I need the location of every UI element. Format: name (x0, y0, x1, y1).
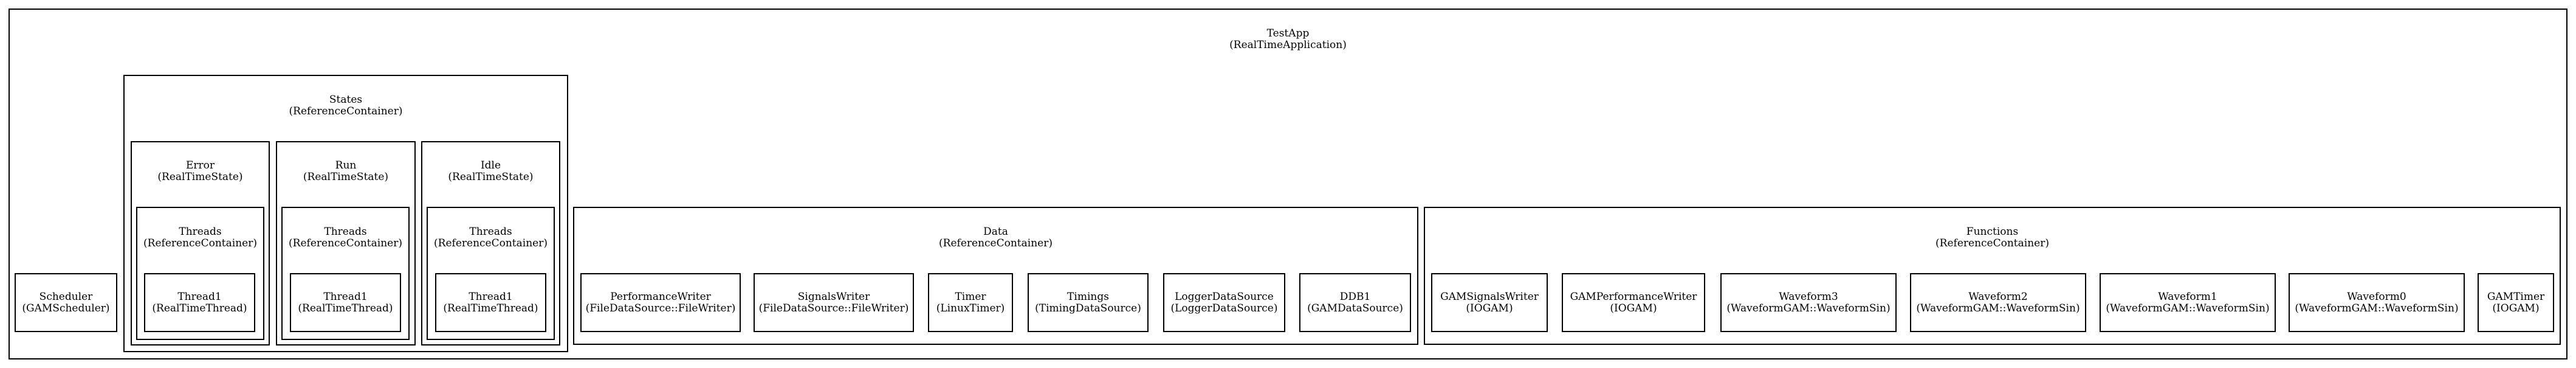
function-node-type: (WaveformGAM::WaveformSin) (1726, 302, 1891, 314)
data-node-loggerdatasource[interactable]: LoggerDataSource (LoggerDataSource) (1163, 273, 1285, 332)
error-thread1-type: (RealTimeThread) (152, 302, 247, 314)
scheduler-type: (GAMScheduler) (22, 302, 110, 314)
idle-state-name: Idle (480, 159, 501, 172)
data-node-type: (LinuxTimer) (936, 302, 1005, 314)
testapp-name: TestApp (1266, 27, 1310, 40)
function-node-gamperformancewriter[interactable]: GAMPerformanceWriter (IOGAM) (1562, 273, 1705, 332)
scheduler-node[interactable]: Scheduler (GAMScheduler) (15, 273, 117, 332)
testapp-title: TestApp (RealTimeApplication) (10, 28, 2566, 51)
data-node-type: (GAMDataSource) (1307, 302, 1403, 314)
error-thread1-node[interactable]: Thread1 (RealTimeThread) (144, 273, 255, 332)
idle-thread1-type: (RealTimeThread) (443, 302, 538, 314)
data-node-performancewriter[interactable]: PerformanceWriter (FileDataSource::FileW… (580, 273, 741, 332)
data-node-name: Timings (1067, 290, 1109, 303)
error-state-name: Error (185, 159, 215, 172)
data-node-name: LoggerDataSource (1175, 290, 1274, 303)
data-name: Data (983, 226, 1008, 238)
function-node-name: Waveform1 (2158, 290, 2217, 303)
function-node-name: Waveform0 (2347, 290, 2406, 303)
function-node-name: GAMPerformanceWriter (1570, 290, 1697, 303)
function-node-name: GAMTimer (2487, 290, 2545, 303)
run-state-type: (RealTimeState) (303, 171, 389, 183)
data-node-type: (TimingDataSource) (1035, 302, 1141, 314)
states-type: (ReferenceContainer) (289, 105, 403, 117)
idle-threads-name: Threads (469, 226, 512, 238)
idle-thread1-node[interactable]: Thread1 (RealTimeThread) (435, 273, 546, 332)
error-thread1-name: Thread1 (177, 290, 222, 303)
data-node-type: (FileDataSource::FileWriter) (758, 302, 909, 314)
data-node-name: DDB1 (1339, 290, 1371, 303)
function-node-waveform3[interactable]: Waveform3 (WaveformGAM::WaveformSin) (1720, 273, 1897, 332)
idle-state-title: Idle (RealTimeState) (422, 160, 559, 183)
run-thread1-node[interactable]: Thread1 (RealTimeThread) (290, 273, 401, 332)
function-node-type: (WaveformGAM::WaveformSin) (1916, 302, 2080, 314)
functions-title: Functions (ReferenceContainer) (1425, 226, 2560, 249)
data-node-ddb1[interactable]: DDB1 (GAMDataSource) (1299, 273, 1411, 332)
data-title: Data (ReferenceContainer) (574, 226, 1417, 249)
run-thread1-type: (RealTimeThread) (298, 302, 393, 314)
idle-threads-title: Threads (ReferenceContainer) (428, 226, 554, 249)
data-type: (ReferenceContainer) (939, 237, 1053, 249)
data-node-type: (LoggerDataSource) (1170, 302, 1278, 314)
run-threads-name: Threads (324, 226, 367, 238)
run-threads-type: (ReferenceContainer) (289, 237, 402, 249)
data-node-type: (FileDataSource::FileWriter) (585, 302, 736, 314)
function-node-gamtimer[interactable]: GAMTimer (IOGAM) (2478, 273, 2554, 332)
function-node-gamsignalswriter[interactable]: GAMSignalsWriter (IOGAM) (1431, 273, 1548, 332)
error-state-title: Error (RealTimeState) (132, 160, 269, 183)
functions-name: Functions (1966, 226, 2019, 238)
error-threads-name: Threads (179, 226, 222, 238)
idle-state-type: (RealTimeState) (448, 171, 534, 183)
error-state-type: (RealTimeState) (157, 171, 243, 183)
data-node-timings[interactable]: Timings (TimingDataSource) (1028, 273, 1149, 332)
run-thread1-name: Thread1 (323, 290, 368, 303)
idle-thread1-name: Thread1 (469, 290, 513, 303)
data-node-name: Timer (955, 290, 986, 303)
run-state-title: Run (RealTimeState) (277, 160, 414, 183)
scheduler-name: Scheduler (39, 290, 93, 303)
function-node-type: (WaveformGAM::WaveformSin) (2106, 302, 2270, 314)
data-node-name: SignalsWriter (797, 290, 870, 303)
function-node-name: Waveform3 (1779, 290, 1838, 303)
function-node-type: (IOGAM) (2492, 302, 2540, 314)
testapp-type: (RealTimeApplication) (1229, 39, 1347, 51)
function-node-type: (WaveformGAM::WaveformSin) (2295, 302, 2459, 314)
data-node-name: PerformanceWriter (610, 290, 711, 303)
run-state-name: Run (335, 159, 357, 172)
idle-threads-type: (ReferenceContainer) (434, 237, 548, 249)
function-node-name: Waveform2 (1968, 290, 2028, 303)
functions-type: (ReferenceContainer) (1935, 237, 2049, 249)
function-node-waveform1[interactable]: Waveform1 (WaveformGAM::WaveformSin) (2100, 273, 2276, 332)
function-node-type: (IOGAM) (1610, 302, 1657, 314)
error-threads-title: Threads (ReferenceContainer) (137, 226, 263, 249)
data-node-signalswriter[interactable]: SignalsWriter (FileDataSource::FileWrite… (754, 273, 914, 332)
function-node-waveform2[interactable]: Waveform2 (WaveformGAM::WaveformSin) (1910, 273, 2086, 332)
function-node-name: GAMSignalsWriter (1440, 290, 1539, 303)
states-title: States (ReferenceContainer) (125, 94, 567, 117)
states-name: States (329, 94, 363, 106)
function-node-waveform0[interactable]: Waveform0 (WaveformGAM::WaveformSin) (2289, 273, 2465, 332)
function-node-type: (IOGAM) (1466, 302, 1513, 314)
run-threads-title: Threads (ReferenceContainer) (283, 226, 408, 249)
data-node-timer[interactable]: Timer (LinuxTimer) (928, 273, 1013, 332)
error-threads-type: (ReferenceContainer) (143, 237, 257, 249)
